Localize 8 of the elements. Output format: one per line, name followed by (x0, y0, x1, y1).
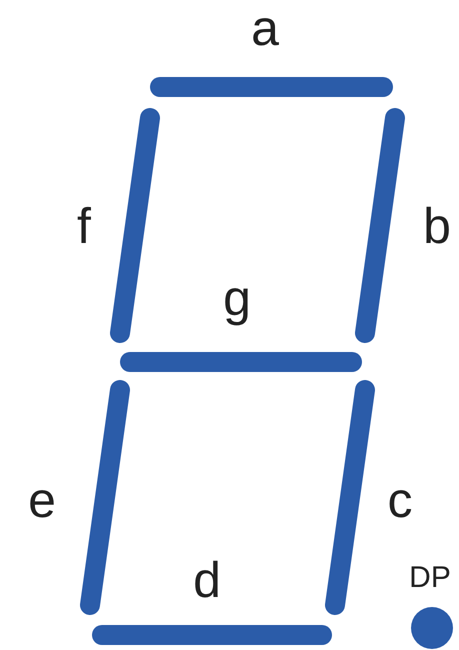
segment-label: c (388, 475, 412, 525)
segment-label: f (77, 201, 91, 251)
segment-label: g (223, 273, 251, 323)
segment-label: b (423, 201, 451, 251)
segment-label: e (28, 475, 56, 525)
segment-label: d (193, 555, 221, 605)
segment-label: DP (409, 563, 451, 593)
segment-label: a (251, 3, 279, 53)
